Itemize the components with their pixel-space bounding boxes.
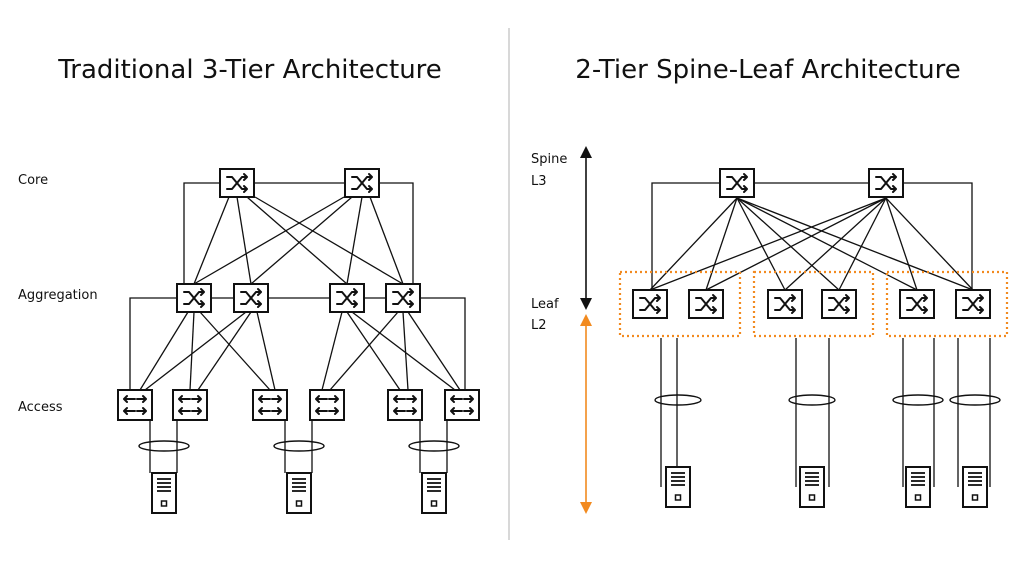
- tier-label-aggregation: Aggregation: [18, 288, 98, 303]
- link-aggregation-bundle: [273, 440, 325, 452]
- link-aggregation-bundle: [949, 394, 1001, 406]
- left-server-icon-2: [286, 472, 312, 514]
- spine-to-leaf-link: [649, 197, 738, 291]
- spine-to-leaf-link: [736, 197, 974, 291]
- leaf-pair-group-3: [885, 270, 1009, 338]
- core-to-aggregation-link: [193, 196, 345, 285]
- aggregation-to-access-link: [402, 311, 409, 391]
- leaf-switch-icon-1: [632, 289, 668, 319]
- aggregation-switch-icon-3: [329, 283, 365, 313]
- aggregation-switch-icon-1: [176, 283, 212, 313]
- spine-to-leaf-link: [885, 197, 974, 291]
- core-to-aggregation-link: [346, 196, 363, 285]
- spine-to-leaf-link: [651, 182, 720, 290]
- spine-to-leaf-link: [838, 197, 887, 291]
- aggregation-to-access-link: [321, 311, 343, 391]
- tier-label-access: Access: [18, 400, 63, 415]
- core-to-aggregation-link: [236, 196, 252, 285]
- spine-to-leaf-link: [784, 197, 887, 291]
- leaf-switch-icon-6: [955, 289, 991, 319]
- aggregation-to-access-link: [329, 311, 399, 391]
- tier-label-leaf: Leaf: [531, 297, 559, 312]
- core-to-aggregation-link: [379, 182, 414, 284]
- core-switch-icon-1: [219, 168, 255, 198]
- spine-to-leaf-link: [736, 197, 786, 291]
- core-to-aggregation-link: [254, 196, 404, 285]
- access-switch-icon-1: [117, 389, 153, 421]
- core-to-aggregation-link: [193, 196, 230, 285]
- arrowhead-up-icon: [580, 146, 592, 158]
- spine-to-leaf-link: [885, 197, 918, 291]
- link-aggregation-bundle: [138, 440, 190, 452]
- core-to-aggregation-link: [369, 196, 404, 285]
- tier-label-core: Core: [18, 173, 48, 188]
- aggregation-switch-icon-2: [233, 283, 269, 313]
- spine-switch-icon-1: [719, 168, 755, 198]
- left-server-icon-1: [151, 472, 177, 514]
- tier-label-spine: Spine: [531, 152, 567, 167]
- left-title: Traditional 3-Tier Architecture: [57, 55, 442, 85]
- access-switch-icon-2: [172, 389, 208, 421]
- network-nodes: [117, 168, 991, 514]
- aggregation-to-access-link: [197, 311, 252, 391]
- right-server-icon-1: [665, 466, 691, 508]
- leaf-switch-icon-2: [688, 289, 724, 319]
- spine-to-leaf-link: [649, 197, 887, 291]
- tier-label-spine-layer: L3: [531, 174, 547, 189]
- link-aggregation-bundle: [892, 394, 944, 406]
- access-switch-icon-4: [309, 389, 345, 421]
- access-switch-icon-6: [444, 389, 480, 421]
- leaf-switch-icon-5: [899, 289, 935, 319]
- right-title: 2-Tier Spine-Leaf Architecture: [575, 55, 960, 85]
- network-links: [129, 182, 1001, 487]
- right-server-icon-4: [962, 466, 988, 508]
- arrowhead-down-icon: [580, 298, 592, 310]
- arrowhead-down-icon: [580, 502, 592, 514]
- access-switch-icon-3: [252, 389, 288, 421]
- link-aggregation-bundle: [788, 394, 836, 406]
- link-aggregation-bundle: [654, 394, 702, 406]
- leaf-pair-group-2: [752, 270, 875, 338]
- aggregation-to-access-link: [199, 311, 271, 391]
- left-server-icon-3: [421, 472, 447, 514]
- spine-to-leaf-link: [903, 182, 973, 290]
- right-server-icon-3: [905, 466, 931, 508]
- leaf-pair-group-1: [618, 270, 742, 338]
- arrowhead-up-icon: [580, 314, 592, 326]
- core-to-aggregation-link: [246, 196, 348, 285]
- core-switch-icon-2: [344, 168, 380, 198]
- core-to-aggregation-link: [183, 182, 220, 284]
- tier-label-leaf-layer: L2: [531, 318, 547, 333]
- aggregation-to-access-link: [420, 297, 466, 390]
- aggregation-to-access-link: [144, 311, 247, 391]
- leaf-switch-icon-4: [821, 289, 857, 319]
- right-server-icon-2: [799, 466, 825, 508]
- link-aggregation-bundle: [408, 440, 460, 452]
- leaf-switch-icon-3: [767, 289, 803, 319]
- spine-switch-icon-2: [868, 168, 904, 198]
- aggregation-to-access-link: [189, 311, 195, 391]
- aggregation-to-access-link: [351, 311, 456, 391]
- aggregation-to-access-link: [129, 297, 177, 390]
- aggregation-to-access-link: [256, 311, 276, 391]
- access-switch-icon-5: [387, 389, 423, 421]
- spine-to-leaf-link: [705, 197, 738, 291]
- aggregation-to-access-link: [407, 311, 461, 391]
- aggregation-switch-icon-4: [385, 283, 421, 313]
- spine-to-leaf-link: [736, 197, 840, 291]
- leaf-groups: [618, 270, 1009, 338]
- aggregation-to-access-link: [139, 311, 189, 391]
- spine-to-leaf-link: [705, 197, 887, 291]
- aggregation-to-access-link: [346, 311, 401, 391]
- core-to-aggregation-link: [250, 196, 353, 285]
- layer-arrows: [580, 146, 592, 514]
